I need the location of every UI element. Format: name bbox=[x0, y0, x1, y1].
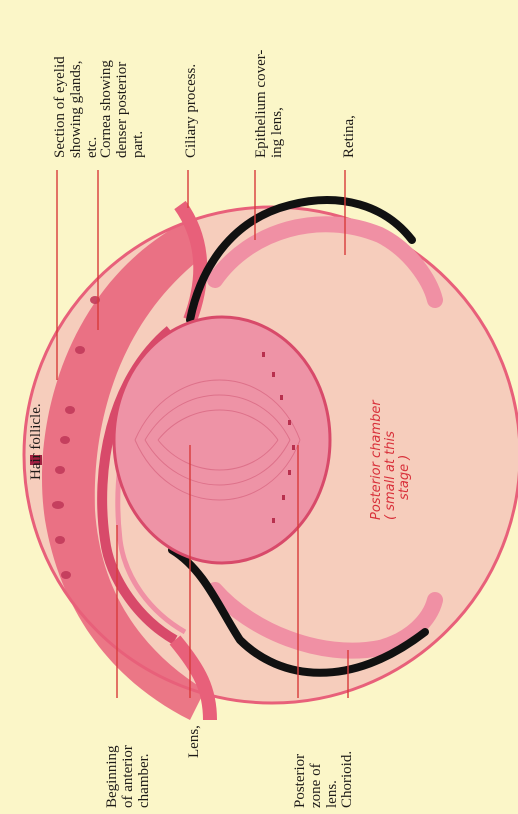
label-ciliary-process: Ciliary process. bbox=[183, 64, 199, 158]
label-line: zone of bbox=[308, 754, 324, 808]
label-lens: Lens, bbox=[186, 725, 202, 758]
label-line: lens. bbox=[324, 754, 340, 808]
label-line: Posterior bbox=[292, 754, 308, 808]
label-hair-follicle: Hair follicle. bbox=[28, 403, 44, 480]
label-line: Cornea showing bbox=[98, 60, 114, 158]
hand-line: stage ) bbox=[398, 400, 412, 520]
label-line: showing glands, bbox=[68, 56, 84, 158]
label-posterior-zone: Posterior zone of lens. bbox=[292, 754, 340, 808]
handwritten-posterior-chamber: Posterior chamber ( small at this stage … bbox=[370, 400, 412, 520]
label-retina: Retina, bbox=[341, 115, 357, 158]
label-line: of anterior bbox=[120, 745, 136, 808]
label-line: Lens, bbox=[186, 725, 202, 758]
label-line: Section of eyelid bbox=[52, 56, 68, 158]
label-choroid: Chorioid. bbox=[339, 751, 355, 808]
label-line: denser posterior bbox=[114, 60, 130, 158]
label-line: Hair follicle. bbox=[28, 403, 44, 480]
label-line: chamber. bbox=[136, 745, 152, 808]
label-line: ing lens, bbox=[269, 50, 285, 158]
hand-line: Posterior chamber bbox=[370, 400, 384, 520]
label-anterior-chamber: Beginning of anterior chamber. bbox=[104, 745, 152, 808]
label-line: Retina, bbox=[341, 115, 357, 158]
label-cornea: Cornea showing denser posterior part. bbox=[98, 60, 146, 158]
label-section-eyelid: Section of eyelid showing glands, etc. bbox=[52, 56, 100, 158]
label-line: part. bbox=[130, 60, 146, 158]
label-line: Epithelium cover- bbox=[253, 50, 269, 158]
label-line: Beginning bbox=[104, 745, 120, 808]
label-line: Chorioid. bbox=[339, 751, 355, 808]
hand-line: ( small at this bbox=[384, 400, 398, 520]
label-epithelium: Epithelium cover- ing lens, bbox=[253, 50, 285, 158]
label-line: Ciliary process. bbox=[183, 64, 199, 158]
